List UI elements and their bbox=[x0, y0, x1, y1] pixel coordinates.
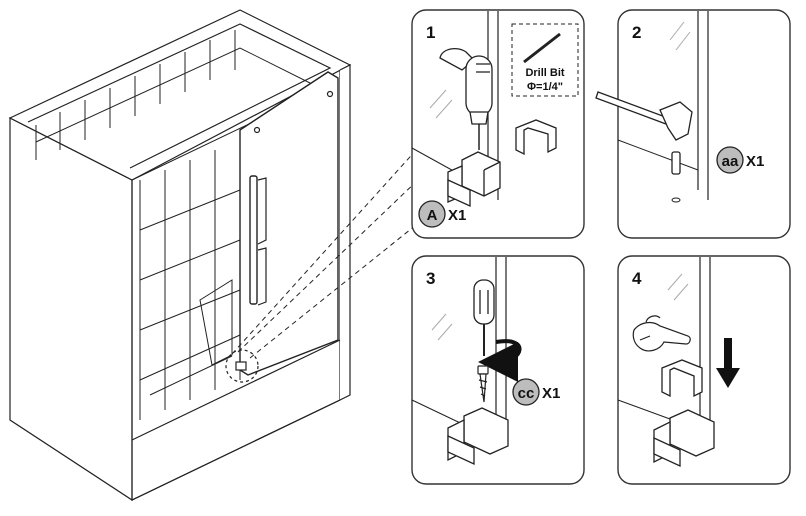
step-number: 1 bbox=[426, 23, 435, 42]
step-2-panel: 2 aa X1 bbox=[595, 9, 791, 239]
part-badge-label: aa bbox=[722, 153, 739, 170]
part-badge-label: cc bbox=[518, 385, 535, 402]
part-quantity: X1 bbox=[746, 153, 764, 170]
step-3-panel: 3 cc X1 bbox=[411, 255, 585, 485]
rotation-arrow-icon bbox=[478, 339, 522, 382]
drill-bit-icon bbox=[523, 32, 561, 64]
bracket-icon bbox=[447, 151, 501, 208]
bracket-icon bbox=[515, 119, 557, 156]
part-quantity: X1 bbox=[448, 207, 466, 224]
bracket-icon bbox=[661, 359, 703, 398]
drill-bit-label: Drill Bit bbox=[525, 67, 564, 79]
tile-wall bbox=[35, 30, 321, 420]
part-badge bbox=[512, 378, 540, 406]
step-number: 4 bbox=[632, 269, 642, 288]
drill-icon bbox=[439, 47, 493, 150]
leader-lines bbox=[231, 147, 421, 359]
wall-plug-icon bbox=[671, 151, 681, 175]
drill-bit-size: Φ=1/4" bbox=[527, 81, 563, 93]
drill-bit-callout bbox=[511, 23, 579, 97]
step-number: 2 bbox=[632, 23, 641, 42]
glass-door bbox=[239, 71, 339, 376]
screwdriver-icon bbox=[473, 279, 495, 356]
hand-icon bbox=[632, 315, 691, 352]
bracket-icon bbox=[447, 407, 509, 466]
shower-enclosure-icon bbox=[8, 9, 352, 502]
step-number: 3 bbox=[426, 269, 435, 288]
down-arrow-icon bbox=[716, 338, 740, 388]
part-badge-label: A bbox=[427, 207, 438, 224]
step-1-panel: 1 Drill Bit Φ=1/4" A X1 bbox=[411, 9, 585, 239]
detail-callout-circle bbox=[225, 349, 259, 383]
door-handle bbox=[249, 175, 258, 305]
hammer-icon bbox=[595, 91, 693, 141]
screw-icon bbox=[477, 365, 489, 403]
part-quantity: X1 bbox=[542, 385, 560, 402]
step-4-panel: 4 bbox=[617, 255, 791, 485]
part-badge bbox=[716, 146, 744, 174]
part-badge bbox=[418, 200, 446, 228]
bracket-icon bbox=[653, 409, 715, 468]
